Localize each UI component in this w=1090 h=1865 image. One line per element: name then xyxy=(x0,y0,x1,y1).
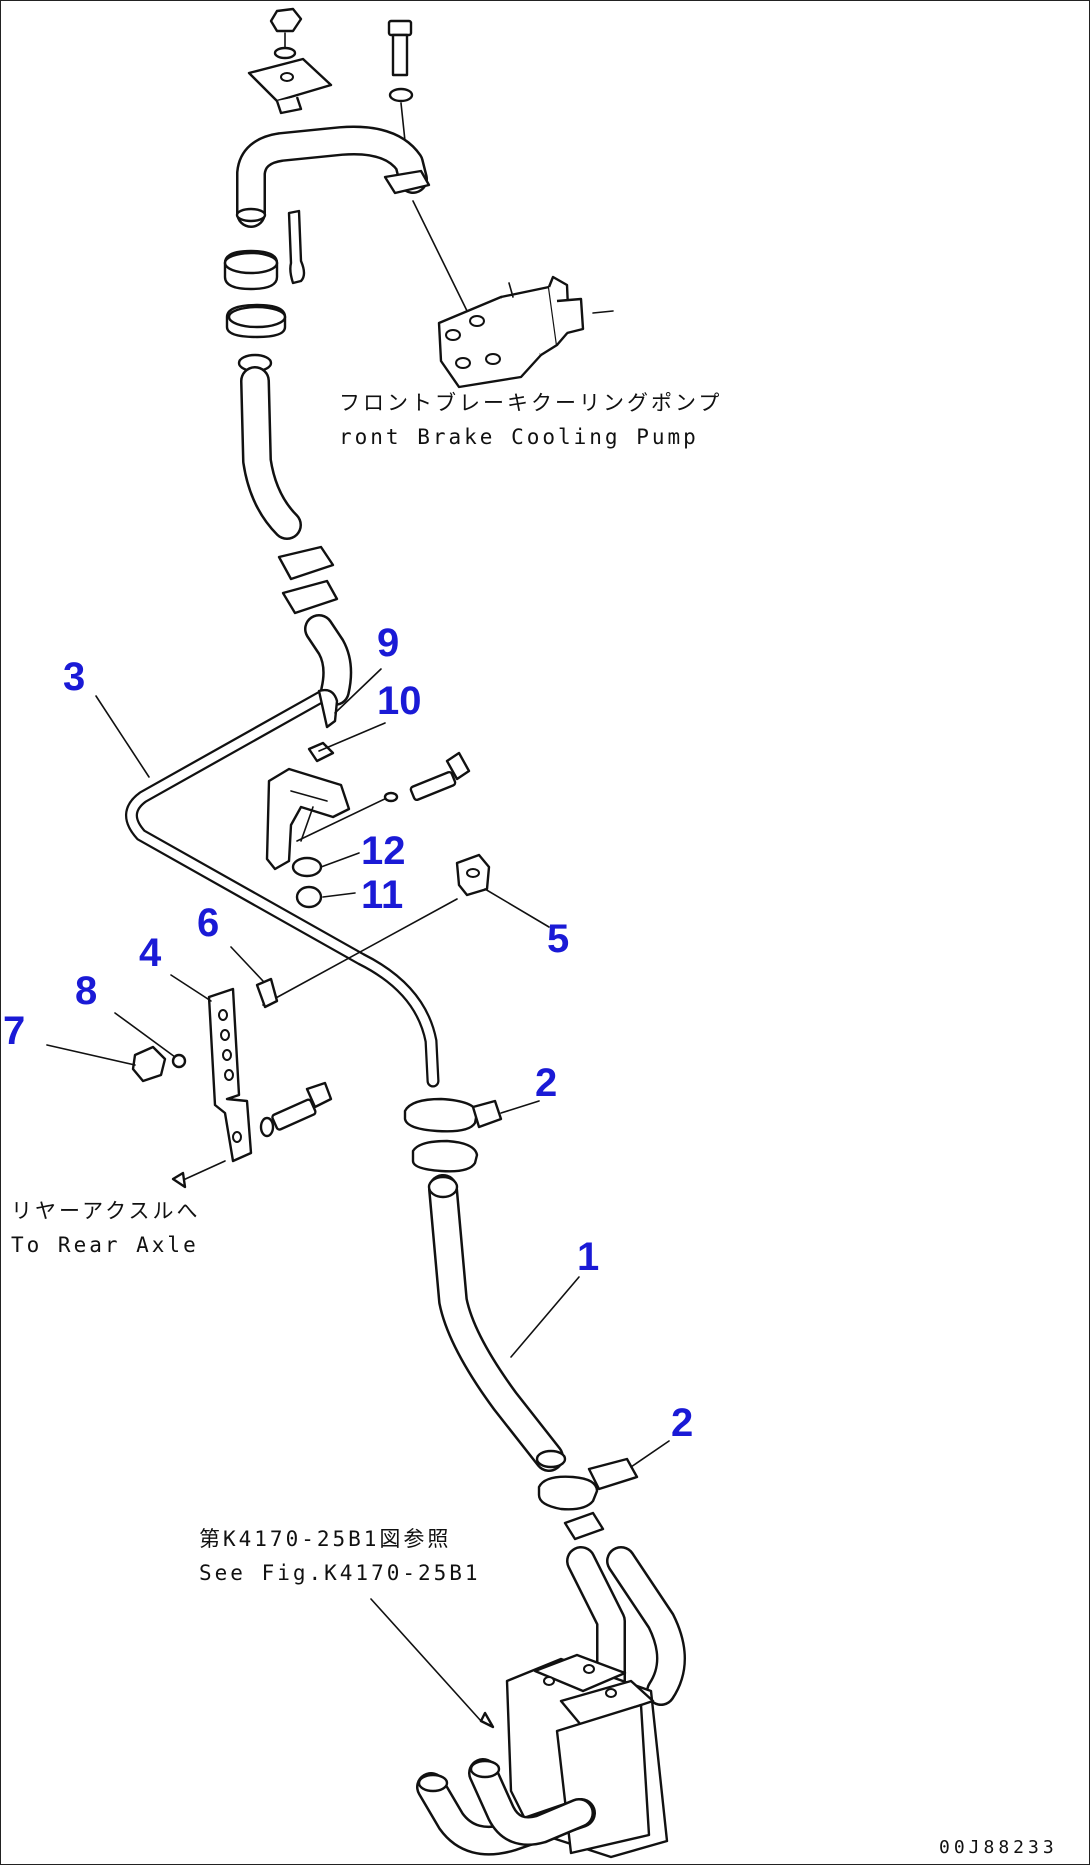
figure-ref-jp: 第K4170-25B1図参照 xyxy=(199,1527,452,1551)
pump-label-jp: フロントブレーキクーリングポンプ xyxy=(339,391,723,415)
callout-7: 7 xyxy=(3,1009,26,1053)
hose-clamps-lower xyxy=(277,545,353,706)
front-brake-cooling-pump xyxy=(412,200,614,389)
top-bolt xyxy=(387,19,414,142)
callout-1: 1 xyxy=(577,1235,600,1279)
callout-5: 5 xyxy=(547,917,570,961)
callout-12: 12 xyxy=(361,829,406,873)
rear-axle-label-jp: リヤーアクスルへ xyxy=(11,1199,201,1223)
callout-10: 10 xyxy=(377,679,422,723)
figure-ref-en: See Fig.K4170-25B1 xyxy=(199,1561,481,1585)
drawing-code: 00J88233 xyxy=(939,1837,1058,1858)
hose xyxy=(240,366,302,540)
clip-part-5 xyxy=(262,853,491,1006)
top-bracket xyxy=(247,57,333,115)
callout-8: 8 xyxy=(75,969,98,1013)
clamp-part-2-upper xyxy=(403,1097,503,1173)
callout-11: 11 xyxy=(361,873,404,917)
clamp-bracket xyxy=(265,741,471,909)
callout-3: 3 xyxy=(63,655,86,699)
pump-label-en: ront Brake Cooling Pump xyxy=(339,425,699,449)
tube-part-3 xyxy=(125,688,440,1088)
cooler-assembly xyxy=(416,1546,686,1859)
top-nut xyxy=(269,7,303,60)
callout-6: 6 xyxy=(197,901,220,945)
pipe-part-1 xyxy=(427,1174,567,1472)
plate-bracket-part-4 xyxy=(131,977,333,1189)
callout-2-upper: 2 xyxy=(535,1061,558,1105)
leader-lines xyxy=(46,668,670,1729)
callout-9: 9 xyxy=(377,621,400,665)
hose-clamps-upper xyxy=(223,249,287,373)
callout-2-lower: 2 xyxy=(671,1401,694,1445)
rear-axle-label-en: To Rear Axle xyxy=(11,1233,199,1257)
pump-outlet-pipe xyxy=(235,125,431,285)
callout-4: 4 xyxy=(139,931,162,975)
clamp-part-2-lower xyxy=(537,1457,639,1541)
